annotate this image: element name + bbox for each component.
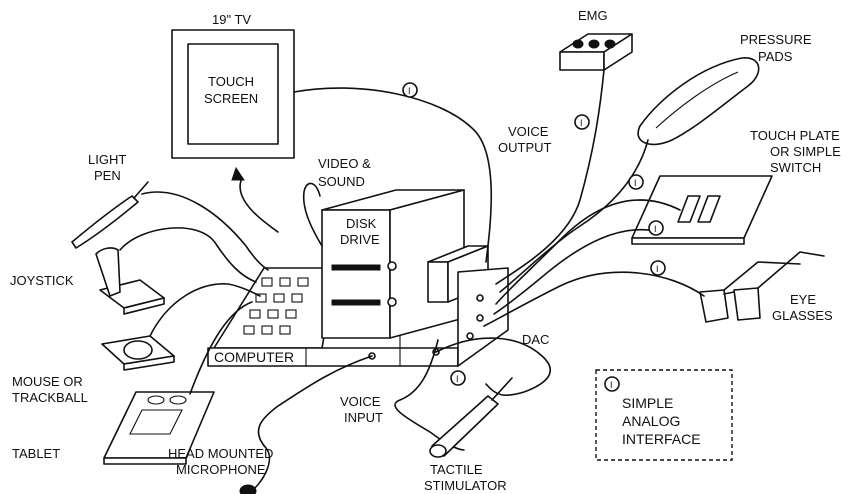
dac-label: DAC [522, 332, 549, 347]
eye-glasses-label-2: GLASSES [772, 308, 833, 323]
tactile-stimulator: TACTILE STIMULATOR [424, 378, 512, 493]
legend-box: I SIMPLE ANALOG INTERFACE [596, 370, 732, 460]
tactile-label-1: TACTILE [430, 462, 483, 477]
touch-screen-label-2: SCREEN [204, 91, 258, 106]
tablet-label: TABLET [12, 446, 60, 461]
touch-plate-label-1: TOUCH PLATE [750, 128, 840, 143]
computer-label: COMPUTER [214, 349, 294, 365]
svg-text:I: I [656, 264, 659, 274]
video-sound-label-2: SOUND [318, 174, 365, 189]
svg-text:I: I [654, 224, 657, 234]
mouse-label-1: MOUSE OR [12, 374, 83, 389]
head-mic-label-1: HEAD MOUNTED [168, 446, 273, 461]
voice-output-label-1: VOICE [508, 124, 549, 139]
eye-glasses-label-1: EYE [790, 292, 816, 307]
disk-drive-label-2: DRIVE [340, 232, 380, 247]
head-mic-label-2: MICROPHONE [176, 462, 266, 477]
legend-line-1: SIMPLE [622, 395, 673, 411]
pressure-pads-label-2: PADS [758, 49, 793, 64]
voice-output-label-2: OUTPUT [498, 140, 552, 155]
touch-screen-label-1: TOUCH [208, 74, 254, 89]
voice-input-label-1: VOICE [340, 394, 381, 409]
light-pen-label-1: LIGHT [88, 152, 126, 167]
microphone-icon [240, 485, 256, 494]
emg-label: EMG [578, 8, 608, 23]
svg-text:I: I [610, 380, 613, 390]
joystick-label: JOYSTICK [10, 273, 74, 288]
emg-device: EMG [560, 8, 632, 70]
eye-glasses: EYE GLASSES [700, 252, 833, 323]
svg-text:I: I [408, 86, 411, 96]
svg-text:I: I [456, 374, 459, 384]
tv-monitor: 19" TV TOUCH SCREEN [172, 12, 294, 158]
tactile-label-2: STIMULATOR [424, 478, 507, 493]
joystick: JOYSTICK [10, 248, 164, 314]
light-pen: LIGHT PEN [72, 152, 148, 248]
svg-text:I: I [634, 178, 637, 188]
legend-line-2: ANALOG [622, 413, 680, 429]
computer-unit: DISK DRIVE COMPUTER [208, 190, 508, 366]
svg-text:I: I [580, 118, 583, 128]
touch-plate-label-3: SWITCH [770, 160, 821, 175]
pressure-pads-label-1: PRESSURE [740, 32, 812, 47]
touch-plate-label-2: OR SIMPLE [770, 144, 841, 159]
legend-line-3: INTERFACE [622, 431, 701, 447]
voice-input-label-2: INPUT [344, 410, 383, 425]
light-pen-label-2: PEN [94, 168, 121, 183]
mouse-label-2: TRACKBALL [12, 390, 88, 405]
disk-drive-label-1: DISK [346, 216, 377, 231]
tv-title: 19" TV [212, 12, 251, 27]
video-sound-label-1: VIDEO & [318, 156, 371, 171]
